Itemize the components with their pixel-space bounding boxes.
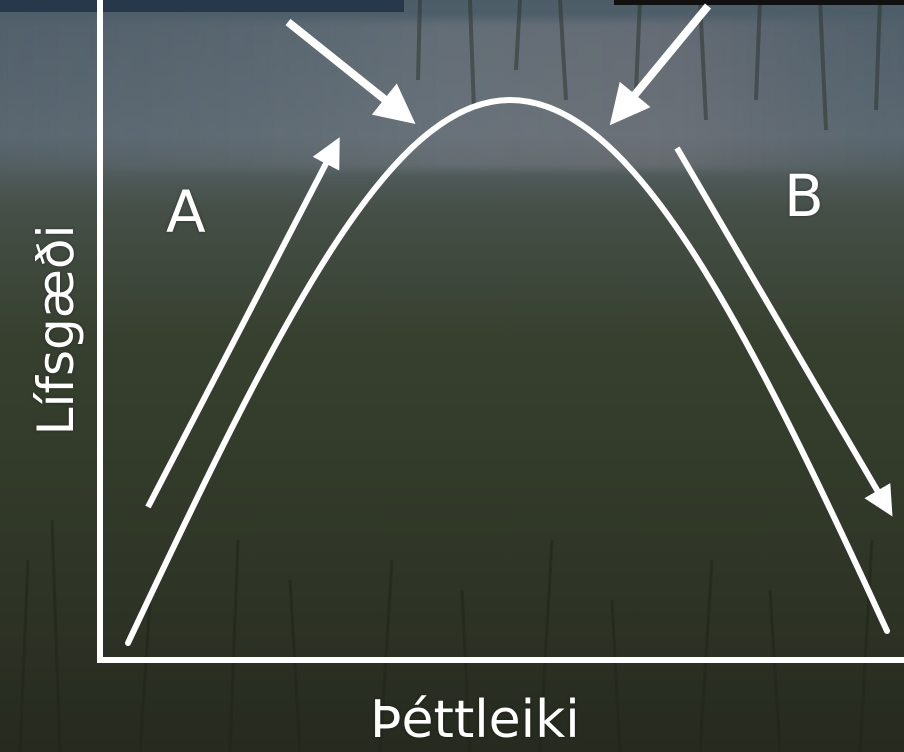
axes <box>97 0 904 663</box>
arrow-b <box>674 146 893 517</box>
top-left-panel <box>0 0 404 12</box>
bell-curve <box>125 96 890 646</box>
arrow-left-peak <box>285 18 416 124</box>
y-axis-label: Lífsgæði <box>27 224 85 436</box>
arrow-a <box>145 137 340 509</box>
water-reflection <box>0 20 904 170</box>
label-b: B <box>784 162 824 230</box>
label-a: A <box>166 178 206 246</box>
top-right-panel <box>614 0 904 5</box>
grass-texture <box>18 519 874 752</box>
arrow-right-peak <box>609 3 712 126</box>
x-axis-label: Þéttleiki <box>370 690 580 750</box>
